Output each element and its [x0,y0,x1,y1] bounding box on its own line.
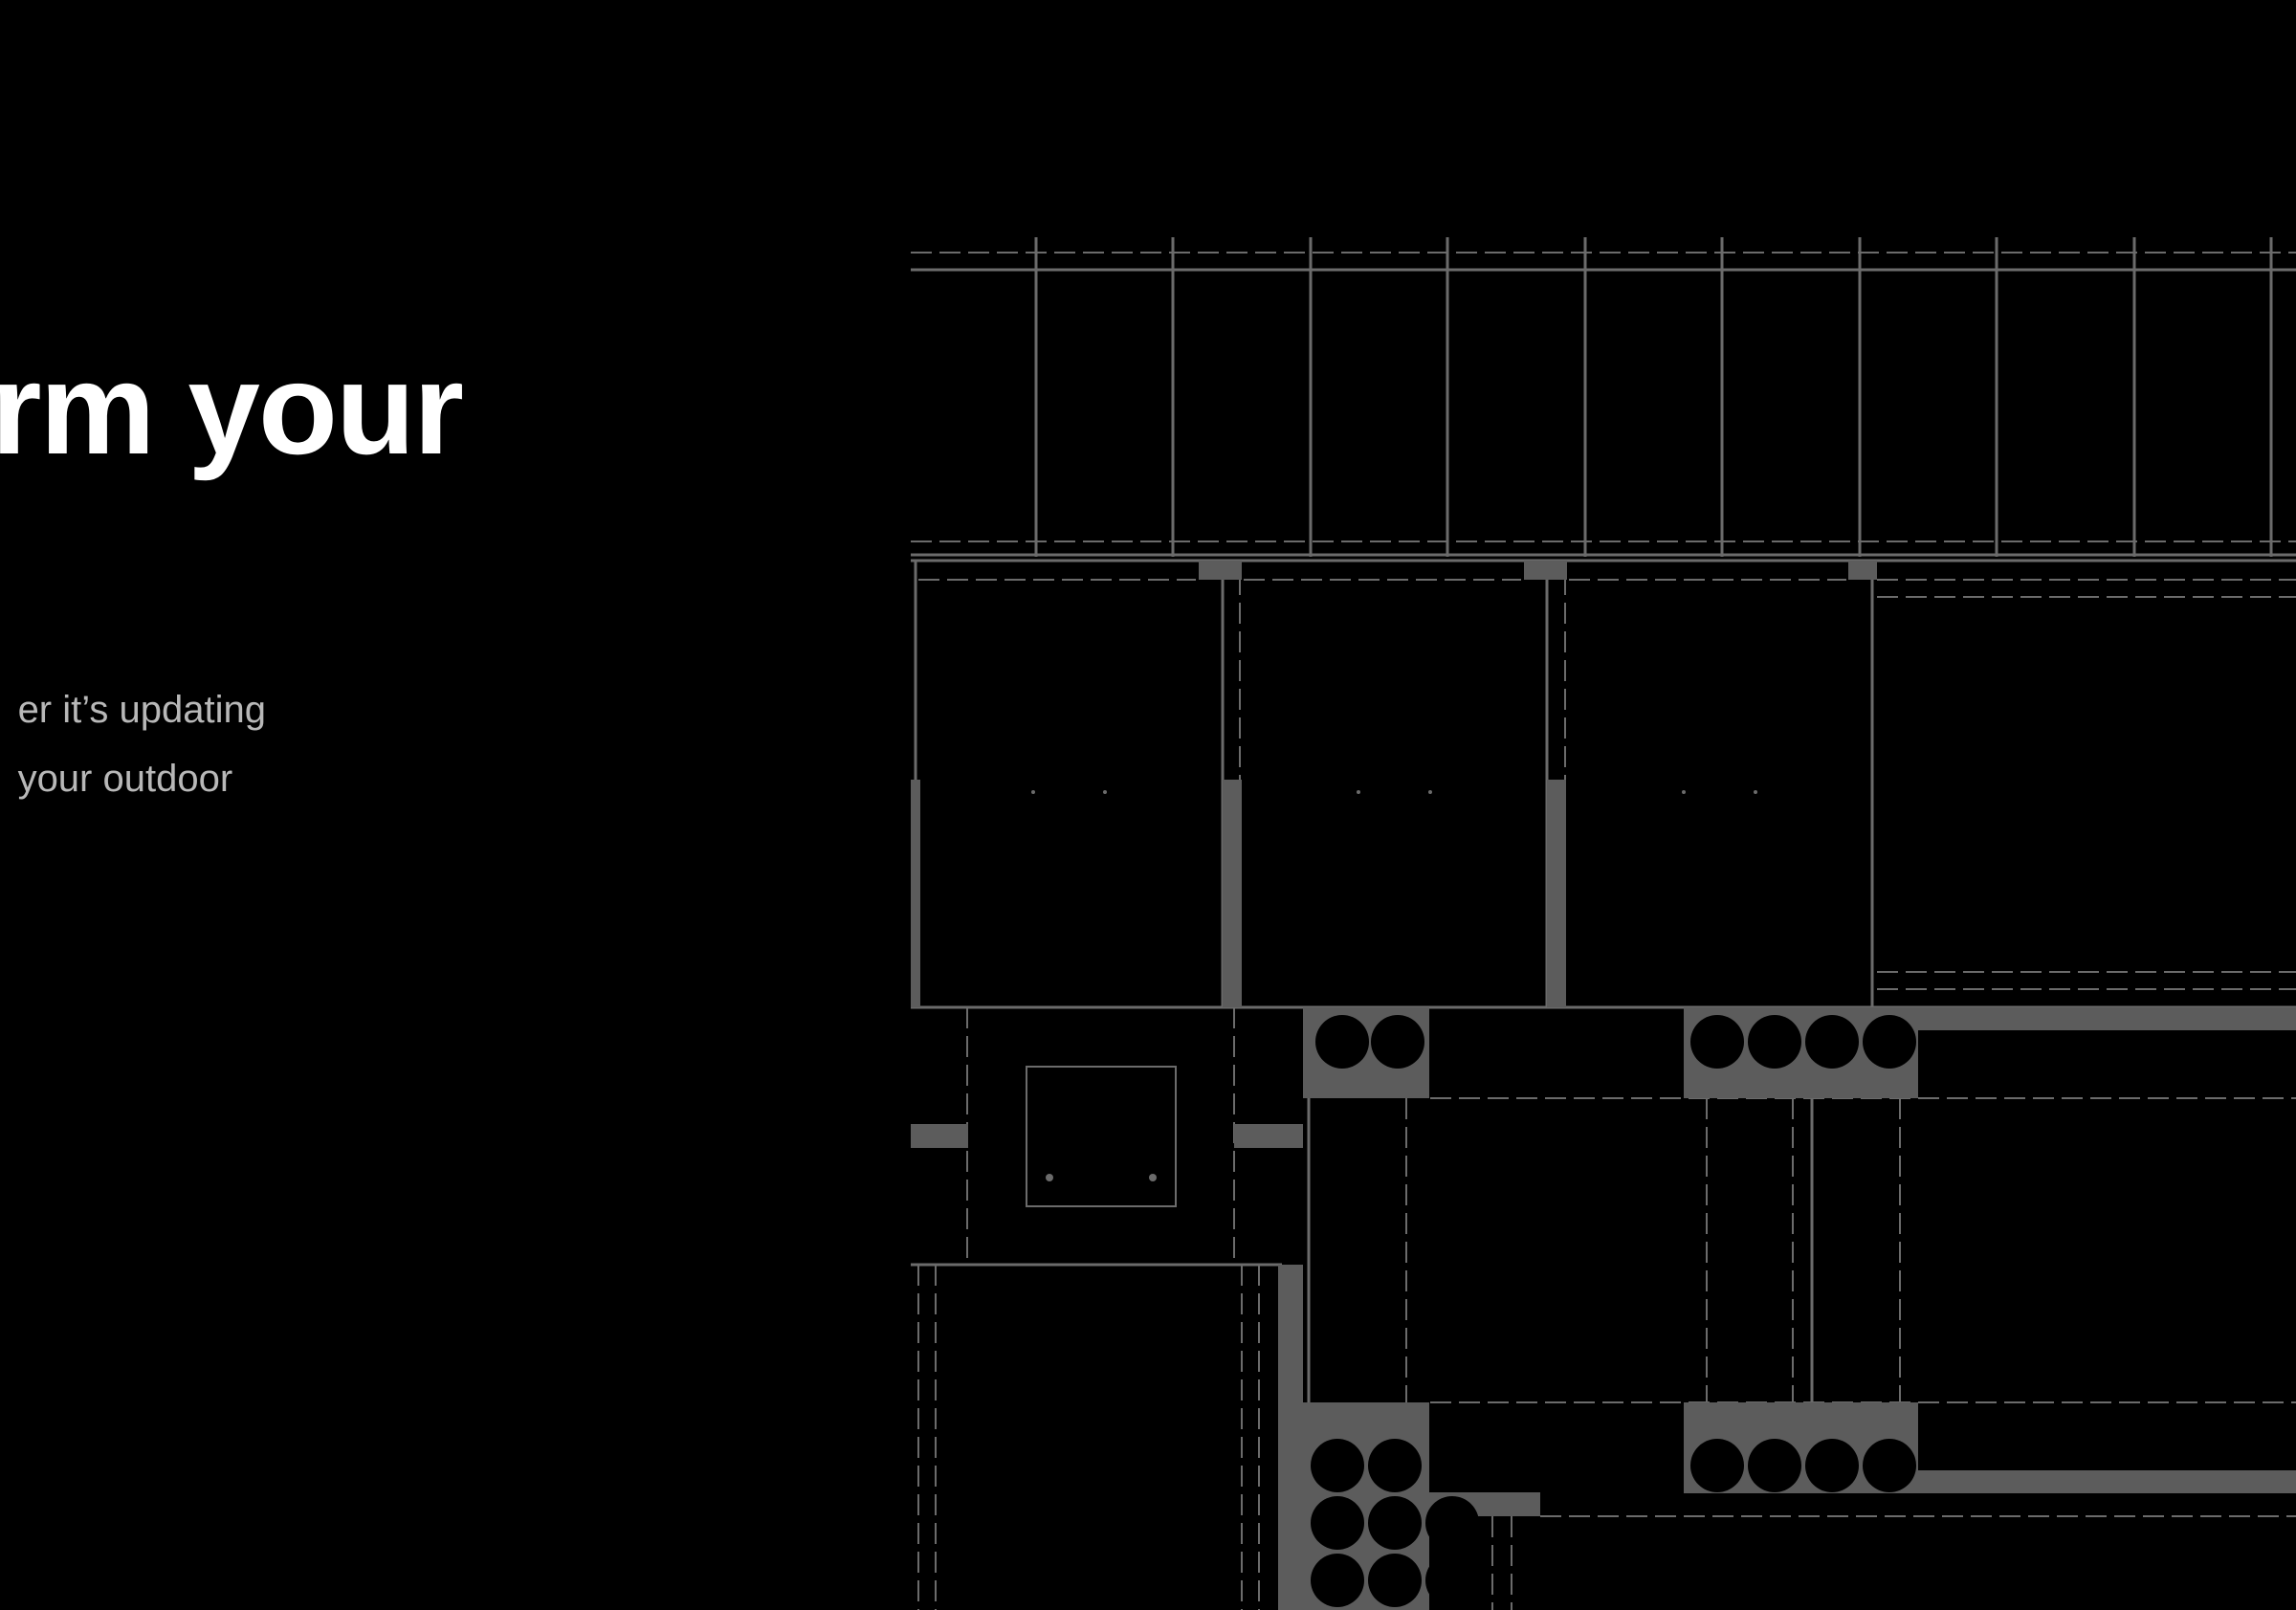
hero-description-line-2: your outdoor [17,758,233,800]
hero-description: er it’s updating your outdoor [18,675,266,813]
hero-headline: orm your [0,336,464,481]
hero-description-line-1: er it’s updating [17,689,266,731]
hero-text-block: orm your er it’s updating your outdoor [0,0,861,1610]
